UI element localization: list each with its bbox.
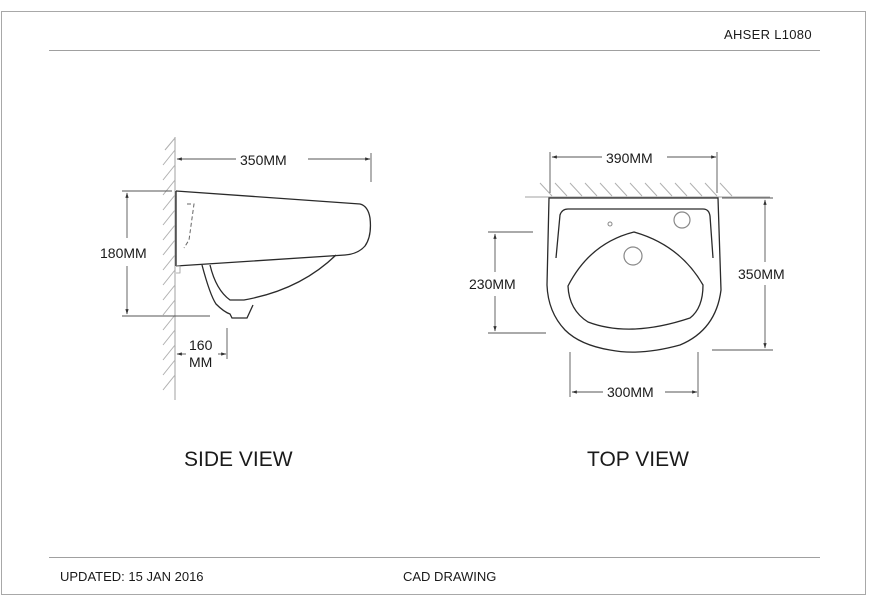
dim-label-160-line2: MM bbox=[189, 354, 212, 370]
dim-width-390 bbox=[549, 152, 718, 193]
dim-width-350 bbox=[176, 153, 372, 182]
dim-label-160-line1: 160 bbox=[189, 337, 213, 353]
drawing-frame bbox=[1, 11, 866, 595]
dim-label-180: 180MM bbox=[100, 245, 147, 261]
dim-label-350-depth: 350MM bbox=[738, 266, 785, 282]
dim-bowl-depth-230 bbox=[488, 231, 546, 334]
dim-label-300: 300MM bbox=[607, 384, 654, 400]
tap-hole-icon bbox=[673, 211, 691, 229]
basin-top-outline bbox=[546, 197, 722, 353]
wall-hatch-top bbox=[525, 182, 770, 198]
updated-date: UPDATED: 15 JAN 2016 bbox=[60, 569, 204, 584]
title-block: AHSER L1080 bbox=[724, 27, 812, 42]
dim-label-390: 390MM bbox=[606, 150, 653, 166]
top-view: 390MM 350MM 230MM 300MM bbox=[469, 150, 785, 400]
dim-bowl-width-300 bbox=[569, 352, 699, 397]
drawing-type: CAD DRAWING bbox=[403, 569, 497, 584]
footer-divider bbox=[49, 557, 820, 558]
overflow-hole-icon bbox=[607, 221, 613, 227]
dim-depth-350 bbox=[712, 197, 773, 351]
header-divider bbox=[49, 50, 820, 51]
side-view-label: SIDE VIEW bbox=[184, 448, 293, 471]
dim-label-230: 230MM bbox=[469, 276, 516, 292]
basin-side-outline bbox=[175, 190, 372, 319]
side-view: 350MM 180MM 160 MM bbox=[100, 137, 372, 400]
wall-hatch bbox=[162, 137, 176, 400]
drain-hole-icon bbox=[623, 246, 643, 266]
dim-projection-160 bbox=[176, 328, 228, 359]
dim-height-180 bbox=[122, 190, 210, 317]
top-view-label: TOP VIEW bbox=[587, 448, 689, 471]
dim-label-350: 350MM bbox=[240, 152, 287, 168]
